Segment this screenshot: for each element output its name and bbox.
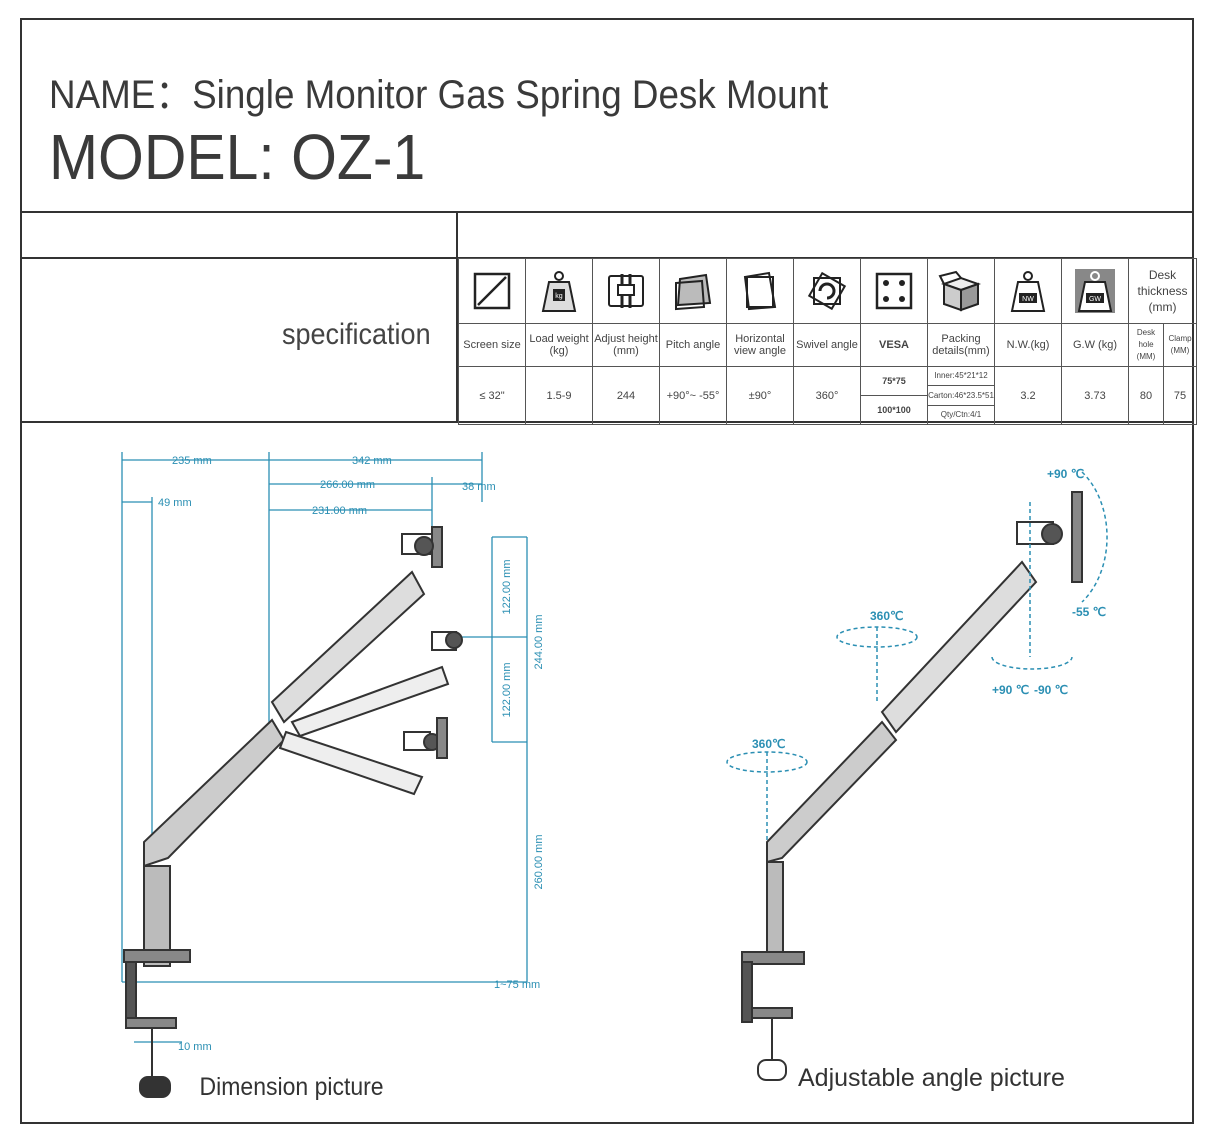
spec-value-horizontal-view: ±90° bbox=[726, 366, 794, 425]
spec-value-screen-size: ≤ 32" bbox=[458, 366, 526, 425]
spec-icon-cell: kg bbox=[525, 258, 593, 324]
spec-value-net-weight: 3.2 bbox=[994, 366, 1062, 425]
dim-235: 235 mm bbox=[172, 455, 212, 467]
spec-icon-cell: GW bbox=[1061, 258, 1129, 324]
dimension-drawing: 235 mm 342 mm 266.00 mm 38 mm 231.00 mm … bbox=[121, 452, 1108, 1101]
spec-label-screen-size: Screen size bbox=[458, 323, 526, 367]
spec-icon-cell bbox=[860, 258, 928, 324]
tilt-up-label: +90 ℃ bbox=[1047, 467, 1084, 481]
spec-label-swivel-angle: Swivel angle bbox=[793, 323, 861, 367]
spec-icon-cell bbox=[726, 258, 794, 324]
spec-value-gross-weight: 3.73 bbox=[1061, 366, 1129, 425]
horizontal-view-icon bbox=[743, 271, 777, 311]
pan-right-label: -90 ℃ bbox=[1034, 683, 1068, 697]
vesa-icon bbox=[875, 272, 913, 310]
rotation-low-label: 360℃ bbox=[752, 737, 786, 751]
packing-carton: Carton:46*23.5*51 bbox=[928, 386, 994, 406]
spec-value-desk-hole: 80 bbox=[1128, 366, 1164, 425]
dim-10: 10 mm bbox=[178, 1041, 212, 1053]
divider bbox=[22, 211, 1192, 213]
spec-icon-cell bbox=[927, 258, 995, 324]
dim-122-lower: 122.00 mm bbox=[501, 662, 513, 717]
vesa-value-75: 75*75 bbox=[861, 368, 927, 396]
spec-label-horizontal-view: Horizontal view angle bbox=[726, 323, 794, 367]
spec-icon-cell bbox=[793, 258, 861, 324]
divider bbox=[456, 211, 458, 422]
dim-244: 244.00 mm bbox=[533, 614, 545, 669]
spec-icon-cell: NW bbox=[994, 258, 1062, 324]
spec-value-adjust-height: 244 bbox=[592, 366, 660, 425]
load-weight-icon: kg bbox=[541, 271, 577, 312]
package-box-icon bbox=[938, 270, 982, 312]
spec-label-adjust-height: Adjust height (mm) bbox=[592, 323, 660, 367]
svg-text:GW: GW bbox=[1089, 296, 1101, 303]
angle-caption: Adjustable angle picture bbox=[798, 1064, 1065, 1092]
spec-label-desk-hole: Desk hole (MM) bbox=[1128, 323, 1164, 367]
spec-label-net-weight: N.W.(kg) bbox=[994, 323, 1062, 367]
dim-266: 266.00 mm bbox=[320, 479, 375, 491]
specification-table: kg bbox=[458, 258, 1198, 425]
product-name: NAME：Single Monitor Gas Spring Desk Moun… bbox=[49, 73, 829, 117]
spec-icon-cell bbox=[592, 258, 660, 324]
net-weight-icon: NW bbox=[1010, 271, 1046, 312]
pan-left-label: +90 ℃ bbox=[992, 683, 1029, 697]
spec-value-pitch-angle: +90°~ -55° bbox=[659, 366, 727, 425]
dim-38: 38 mm bbox=[462, 481, 496, 493]
spec-value-vesa: 75*75 100*100 bbox=[860, 366, 928, 425]
dim-clamp-range: 1~75 mm bbox=[494, 979, 540, 991]
desk-thickness-header: Desk thickness (mm) bbox=[1127, 258, 1198, 324]
spec-label-packing: Packing details(mm) bbox=[927, 323, 995, 367]
spec-icon-cell bbox=[659, 258, 727, 324]
adjust-height-icon bbox=[608, 274, 644, 308]
specification-label: specification bbox=[282, 318, 431, 351]
spec-sheet-frame: NAME：Single Monitor Gas Spring Desk Moun… bbox=[20, 18, 1198, 1124]
vesa-value-100: 100*100 bbox=[877, 405, 911, 415]
tilt-down-label: -55 ℃ bbox=[1072, 605, 1106, 619]
spec-icon-cell bbox=[458, 258, 526, 324]
rotation-mid-label: 360℃ bbox=[870, 609, 904, 623]
screen-size-icon bbox=[473, 272, 511, 310]
dim-260: 260.00 mm bbox=[533, 834, 545, 889]
spec-value-packing: Inner:45*21*12 Carton:46*23.5*51 Qty/Ctn… bbox=[927, 366, 995, 425]
dim-231: 231.00 mm bbox=[312, 505, 367, 517]
packing-qty: Qty/Ctn:4/1 bbox=[940, 410, 982, 419]
spec-value-clamp: 75 bbox=[1162, 366, 1198, 425]
svg-text:kg: kg bbox=[555, 293, 563, 300]
model-number: MODEL: OZ-1 bbox=[49, 121, 426, 193]
gross-weight-icon: GW bbox=[1075, 269, 1115, 313]
dim-342: 342 mm bbox=[352, 455, 392, 467]
dim-49: 49 mm bbox=[158, 497, 192, 509]
spec-label-vesa: VESA bbox=[860, 323, 928, 367]
spec-label-pitch-angle: Pitch angle bbox=[659, 323, 727, 367]
svg-text:NW: NW bbox=[1022, 296, 1034, 303]
packing-inner: Inner:45*21*12 bbox=[928, 368, 994, 386]
spec-label-load-weight: Load weight (kg) bbox=[525, 323, 593, 367]
swivel-angle-icon bbox=[807, 271, 847, 311]
dimension-caption: Dimension picture bbox=[200, 1073, 384, 1101]
spec-value-swivel-angle: 360° bbox=[793, 366, 861, 425]
dim-122-upper: 122.00 mm bbox=[501, 559, 513, 614]
pitch-angle-icon bbox=[675, 273, 712, 311]
spec-label-gross-weight: G.W (kg) bbox=[1061, 323, 1129, 367]
spec-value-load-weight: 1.5-9 bbox=[525, 366, 593, 425]
spec-label-clamp: Clamp (MM) bbox=[1162, 323, 1198, 367]
